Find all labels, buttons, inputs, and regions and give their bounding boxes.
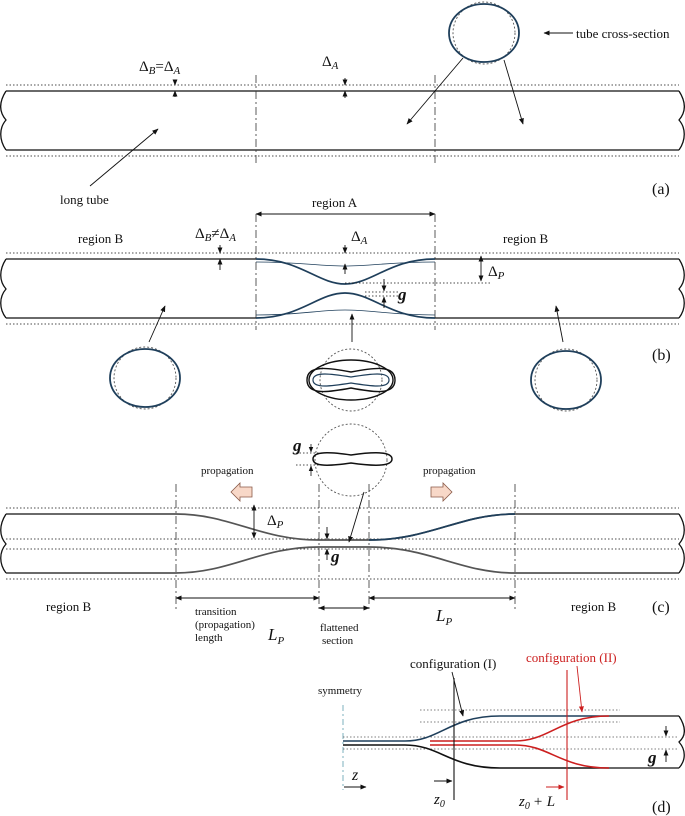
region-b-left-label-c: region B (46, 599, 91, 614)
region-a-label: region A (312, 195, 358, 210)
panel-b: region A region B region B (0, 195, 685, 412)
tube-a-outline (0, 90, 685, 151)
configuration-2-label: configuration (II) (526, 650, 617, 665)
gap-label-c-top: g (292, 436, 302, 455)
cross-section-b-right (530, 348, 602, 412)
flattened-label-line1: flattened (320, 622, 359, 634)
deformed-wall-b (255, 258, 436, 319)
deformed-ellipse (448, 3, 520, 63)
panel-c-label: (c) (652, 599, 670, 616)
section-centerlines-c (175, 484, 516, 612)
panel-b-label: (b) (652, 347, 671, 364)
transition-label-line1: transition (195, 606, 237, 618)
z0-plus-l-label: z0+ L (518, 794, 555, 812)
configuration-1-label: configuration (I) (410, 656, 496, 671)
tube-b-outline (0, 258, 685, 319)
tube-cross-section-label: tube cross-section (576, 26, 670, 41)
cross-section-leader-lines (406, 57, 524, 125)
panel-a: ΔB=ΔA ΔA tube cross-section long tube (a… (0, 1, 685, 207)
symmetry-label: symmetry (318, 685, 362, 697)
transition-label-line3: length (195, 632, 223, 644)
length-p-label-left: LP (267, 625, 284, 647)
tube-c-outline (0, 513, 685, 574)
panel-d: configuration (I) configuration (II) sym… (318, 650, 685, 816)
long-tube-pointer (89, 128, 159, 187)
configuration-2-walls (430, 715, 610, 769)
propagation-arrow-left (230, 482, 253, 502)
region-b-right-label-c: region B (571, 599, 616, 614)
cross-section-c-pointer (348, 491, 365, 543)
propagation-label-right: propagation (423, 465, 476, 477)
delta-a-label: ΔA (322, 54, 339, 72)
region-a-centerlines-b (255, 214, 436, 330)
delta-b-eq-a-label: ΔB=ΔA (139, 59, 181, 77)
undeformed-circle (452, 1, 516, 65)
tube-a-dotted-bounds (6, 84, 679, 157)
region-b-right-label: region B (503, 231, 548, 246)
tube-d-outline (609, 715, 685, 769)
undeformed-wall-b (255, 261, 436, 316)
propagation-label-left: propagation (201, 465, 254, 477)
region-b-left-label: region B (78, 231, 123, 246)
cross-section-pointers-b (148, 305, 564, 343)
configuration-1-walls (343, 715, 609, 769)
delta-p-label-c: ΔP (267, 513, 284, 531)
long-tube-label: long tube (60, 192, 109, 207)
propagation-arrow-right (430, 482, 453, 502)
length-arrows-c (175, 595, 516, 611)
tube-b-dotted-bounds (6, 252, 679, 325)
length-p-label-right: LP (435, 606, 452, 628)
flattened-label-line2: section (322, 635, 354, 647)
delta-p-label-b: ΔP (488, 264, 505, 282)
transition-label-line2: (propagation) (195, 619, 255, 631)
tube-d-dotted-bounds (343, 709, 679, 750)
gap-marker-c-top (296, 444, 324, 476)
cross-section-a (448, 1, 520, 65)
cross-section-b-left (109, 346, 181, 410)
delta-b-ne-a-label: ΔB≠ΔA (195, 226, 236, 244)
z0-label: z0 (433, 792, 445, 810)
configuration-2-pointer (576, 665, 584, 713)
delta-a-label-b: ΔA (351, 229, 368, 247)
gap-label-c: g (330, 547, 340, 566)
panel-a-label: (a) (652, 181, 670, 198)
tube-c-dotted-bounds (6, 507, 679, 580)
cross-section-c (312, 423, 393, 497)
configuration-1-pointer (451, 671, 465, 717)
cross-section-b-center (306, 348, 396, 412)
deformed-wall-c (175, 513, 516, 574)
panel-c: g propagation propagation (0, 423, 685, 647)
z-axis-label: z (351, 767, 359, 784)
panel-d-label: (d) (652, 799, 671, 816)
gap-label-b: g (397, 285, 407, 304)
region-a-centerlines-a (255, 75, 436, 165)
gap-label-d: g (647, 748, 657, 767)
